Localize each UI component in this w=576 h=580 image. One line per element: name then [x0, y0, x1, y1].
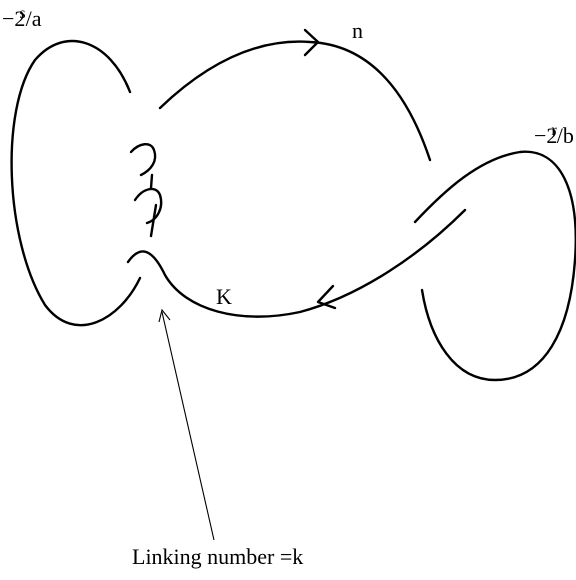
right-framing-den: /b — [556, 123, 574, 148]
left-component-arc-lower — [133, 187, 163, 225]
linking-number-label: Linking number =k — [132, 544, 304, 569]
knot-lower-arc — [126, 208, 467, 318]
left-component-loop — [10, 39, 142, 327]
linking-pointer-line — [161, 311, 215, 541]
right-framing-coef: −2 — [534, 123, 558, 148]
n-label: n — [352, 18, 363, 43]
knot-upper-arc — [158, 40, 432, 162]
left-framing-den: /a — [25, 6, 42, 31]
left-framing-label: −2s/a — [2, 5, 42, 31]
knot-strand-segment-1 — [149, 173, 154, 190]
left-component-arc-upper — [129, 143, 157, 177]
knot-strand-segment-2 — [149, 203, 158, 238]
left-framing-coef: −2 — [2, 6, 26, 31]
right-component-loop — [413, 150, 576, 382]
left-framing-exp: s — [19, 5, 26, 22]
linking-pointer-arrowhead — [158, 308, 171, 323]
K-label: K — [216, 284, 232, 309]
right-framing-label: −2r/b — [534, 122, 574, 148]
knot-upper-arrow — [303, 28, 320, 57]
right-framing-exp: r — [551, 122, 557, 139]
knot-lower-arrow — [316, 284, 337, 310]
